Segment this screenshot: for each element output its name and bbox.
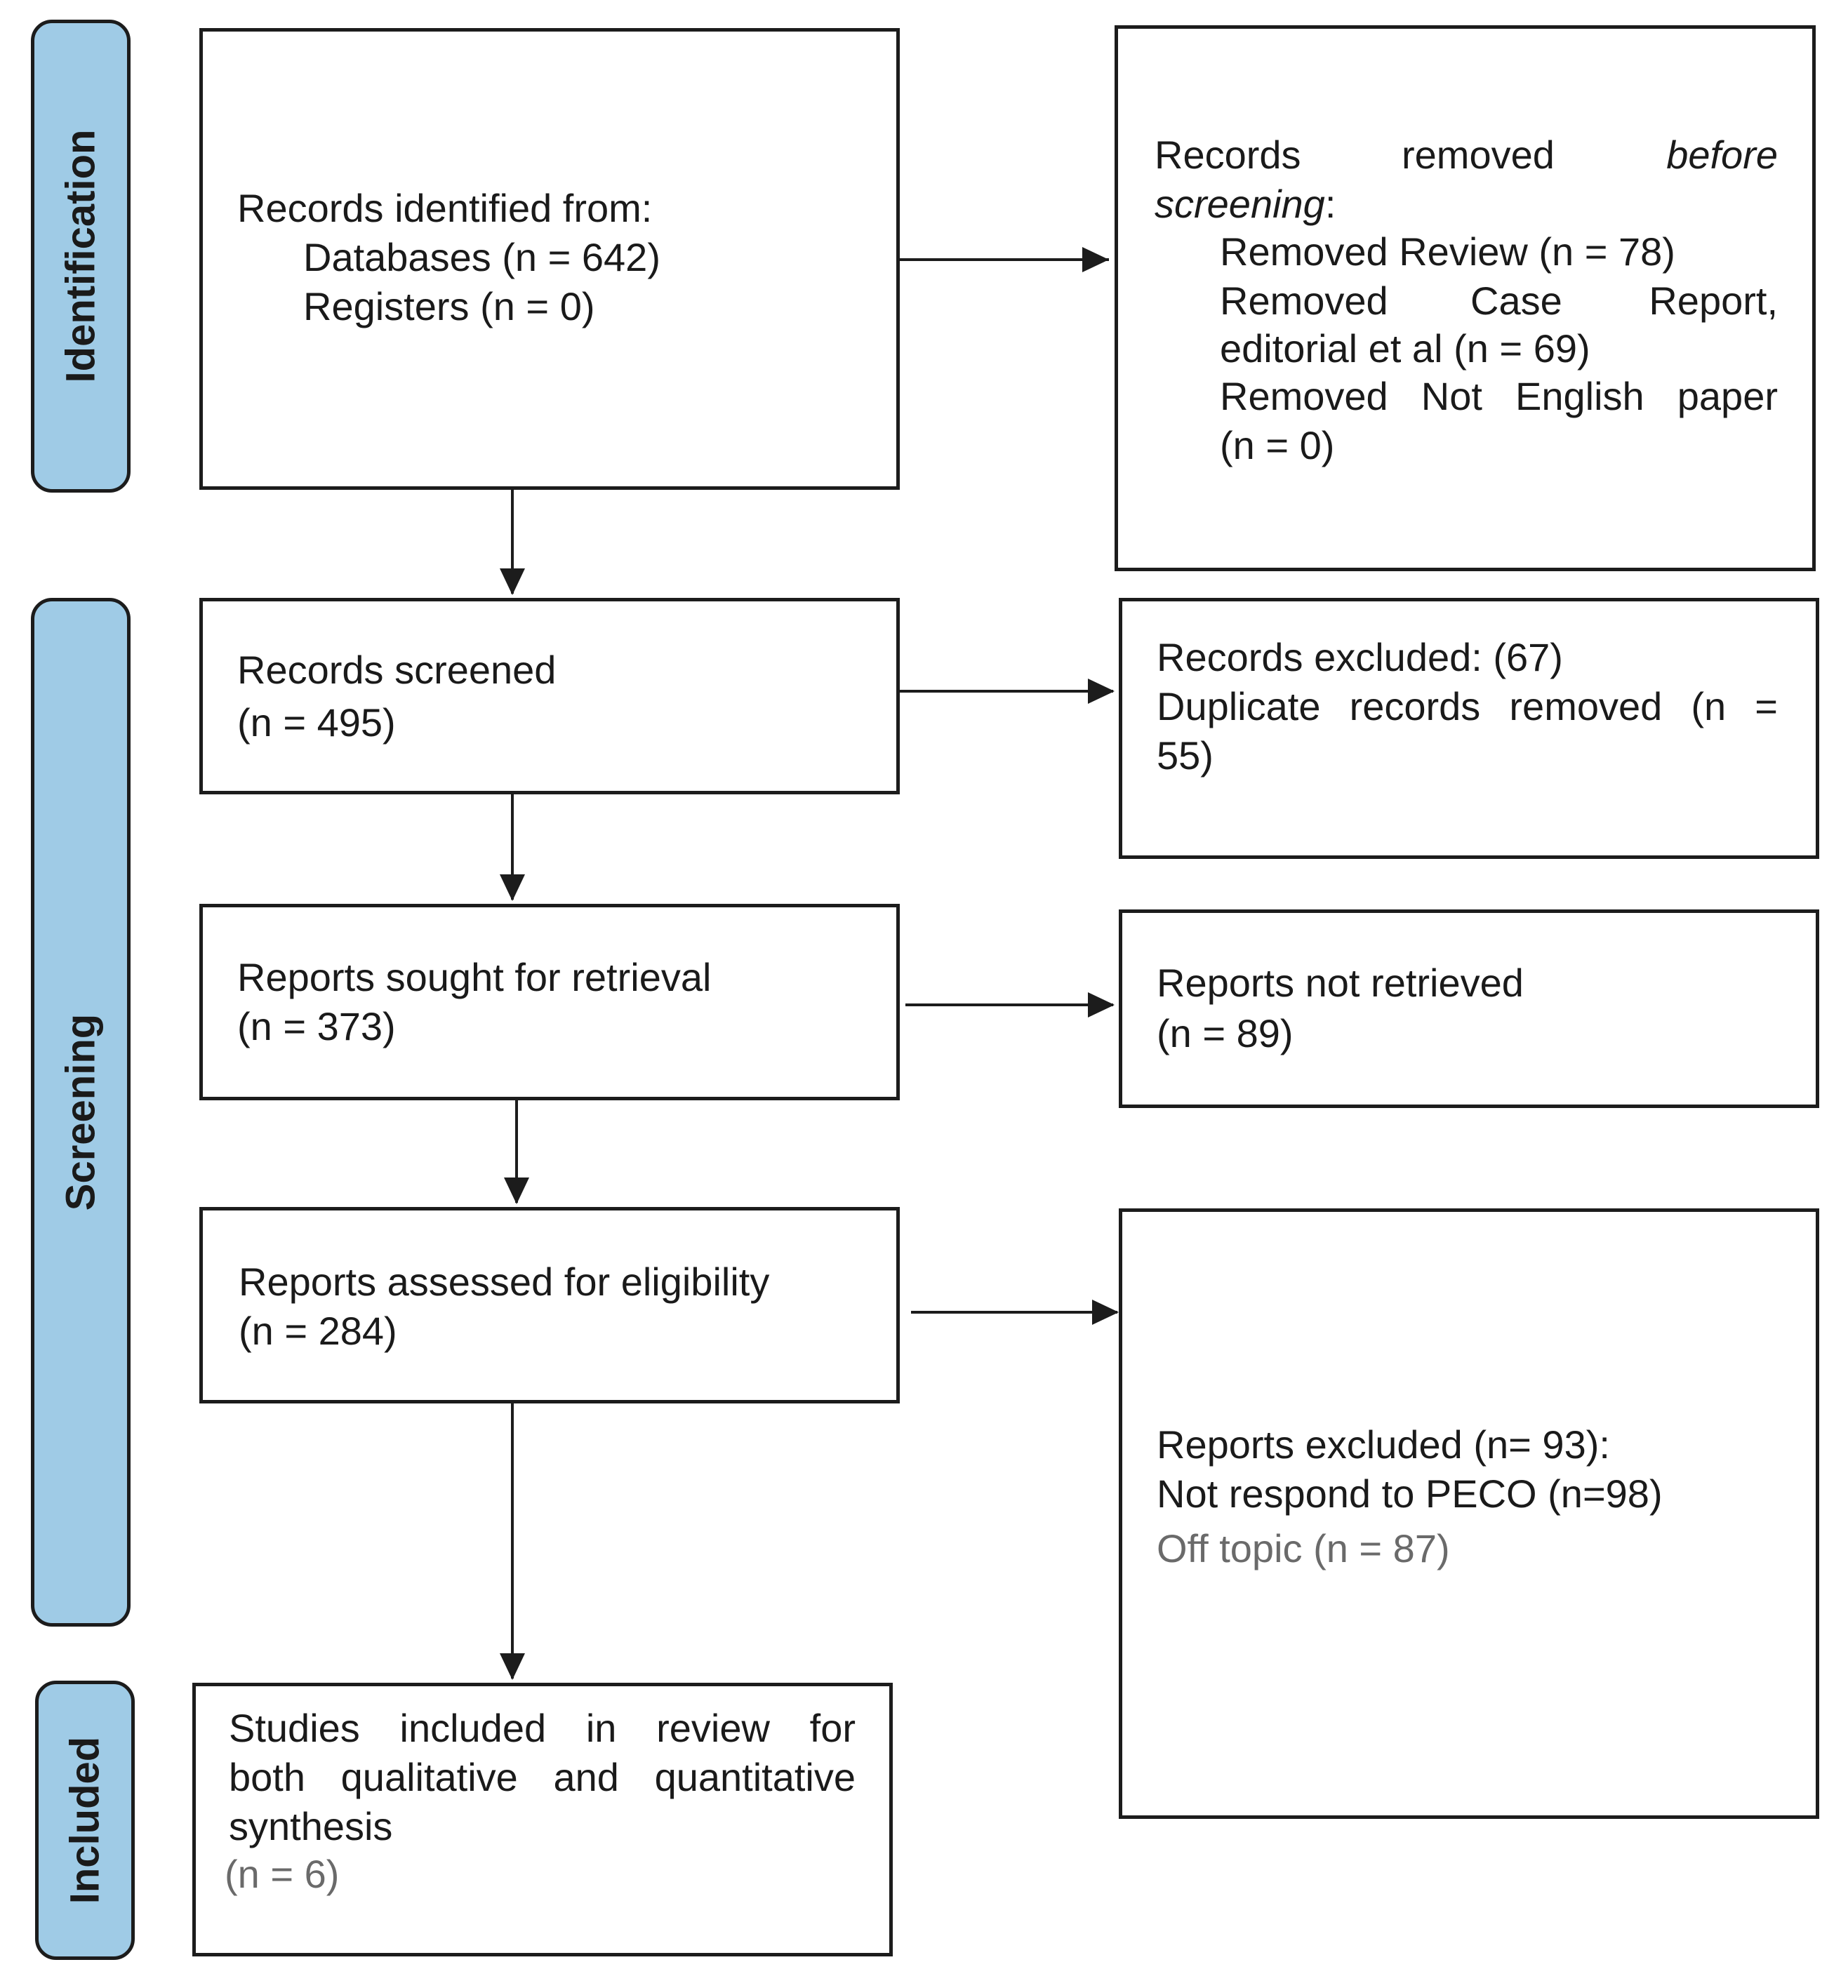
reports-assessed-label: Reports assessed for eligibility — [239, 1260, 770, 1304]
records-identified-registers: Registers (n = 0) — [303, 284, 595, 328]
removed-case-word2: Case — [1470, 279, 1562, 323]
arrowhead-assessed-to-reports-excluded — [1092, 1300, 1119, 1325]
reports-excluded-line1: Reports excluded (n= 93): — [1157, 1422, 1610, 1467]
studies-included-count: (n = 6) — [225, 1852, 340, 1896]
records-screened-count: (n = 495) — [237, 700, 396, 745]
reports-not-retrieved-count: (n = 89) — [1157, 1011, 1294, 1055]
records-excluded-line2: Duplicate records removed (n = — [1157, 684, 1778, 728]
records-excluded-box — [1119, 598, 1819, 859]
arrowhead-sought-to-not-retrieved — [1088, 992, 1115, 1018]
arrowhead-screened-to-sought — [500, 874, 525, 901]
reports-sought-count: (n = 373) — [237, 1004, 396, 1048]
reports-sought-box — [199, 904, 900, 1100]
removed-before-word-removed: removed — [1402, 133, 1555, 177]
removed-before-line2: screening: — [1155, 180, 1336, 229]
studies-included-line3: synthesis — [229, 1804, 393, 1848]
studies-included-box — [192, 1683, 893, 1956]
removed-case-line2: editorial et al (n = 69) — [1220, 326, 1590, 371]
removed-case-word1: Removed — [1220, 279, 1388, 323]
removed-case-word3: Report, — [1649, 279, 1778, 323]
studies-included-line1: Studies included in review for — [229, 1706, 856, 1750]
removed-before-word-before: before — [1666, 133, 1778, 177]
records-screened-box — [199, 598, 900, 794]
studies-included-line2: both qualitative and quantitative — [229, 1755, 856, 1799]
removed-before-colon: : — [1324, 182, 1336, 226]
records-excluded-line3: 55) — [1157, 733, 1214, 778]
removed-review: Removed Review (n = 78) — [1220, 229, 1675, 274]
reports-excluded-box — [1119, 1208, 1819, 1819]
reports-assessed-box — [199, 1207, 900, 1403]
reports-sought-label: Reports sought for retrieval — [237, 955, 712, 999]
phase-included: Included — [35, 1681, 135, 1960]
arrowhead-identified-to-screened — [500, 568, 525, 595]
removed-english-line1: Removed Not English paper — [1220, 374, 1778, 418]
records-excluded-line1: Records excluded: (67) — [1157, 635, 1563, 679]
records-identified-box — [199, 28, 900, 490]
records-identified-databases: Databases (n = 642) — [303, 235, 660, 279]
reports-not-retrieved-label: Reports not retrieved — [1157, 961, 1524, 1005]
records-screened-label: Records screened — [237, 648, 557, 692]
arrowhead-assessed-to-included — [500, 1653, 525, 1680]
reports-assessed-count: (n = 284) — [239, 1309, 397, 1353]
removed-before-word-records: Records — [1155, 133, 1301, 177]
removed-before-word-screening: screening — [1155, 182, 1325, 226]
reports-excluded-line3: Off topic (n = 87) — [1157, 1526, 1450, 1570]
arrowhead-identified-to-removed — [1082, 247, 1109, 272]
records-identified-heading: Records identified from: — [237, 186, 653, 230]
records-removed-before-box — [1115, 25, 1816, 571]
arrowhead-sought-to-assessed — [504, 1178, 529, 1204]
arrowhead-screened-to-excluded — [1088, 679, 1115, 704]
phase-identification: Identification — [31, 20, 131, 493]
removed-english-line2: (n = 0) — [1220, 423, 1335, 467]
reports-not-retrieved-box — [1119, 909, 1819, 1108]
phase-screening: Screening — [31, 598, 131, 1627]
reports-excluded-line2: Not respond to PECO (n=98) — [1157, 1472, 1663, 1516]
